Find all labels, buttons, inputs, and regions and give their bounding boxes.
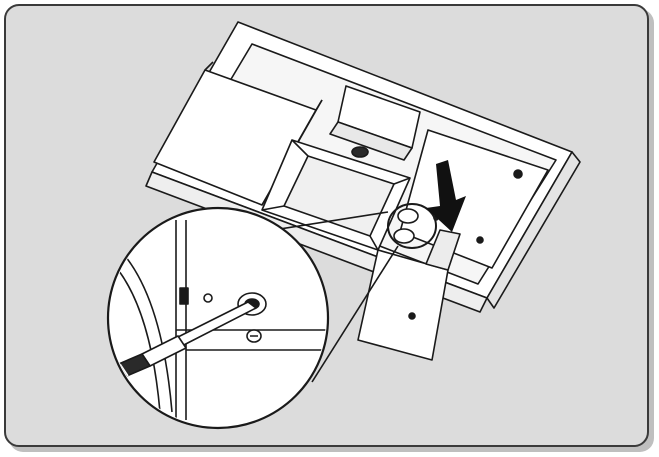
- screw-hole-lower: [393, 228, 415, 244]
- down-arrow-icon: [426, 160, 466, 232]
- range-hood: [145, 21, 581, 361]
- blower-knob-icon: [351, 146, 369, 158]
- callout-line-lower: [311, 245, 399, 383]
- mounting-plate: [357, 249, 449, 361]
- screw-hole-upper: [397, 208, 419, 224]
- detail-callout-ring: [387, 203, 437, 249]
- mounting-screw-icon: [408, 312, 416, 320]
- hood-side-lip: [486, 151, 581, 309]
- magnified-detail: [106, 206, 330, 430]
- bracket-clip-icon: [179, 287, 189, 305]
